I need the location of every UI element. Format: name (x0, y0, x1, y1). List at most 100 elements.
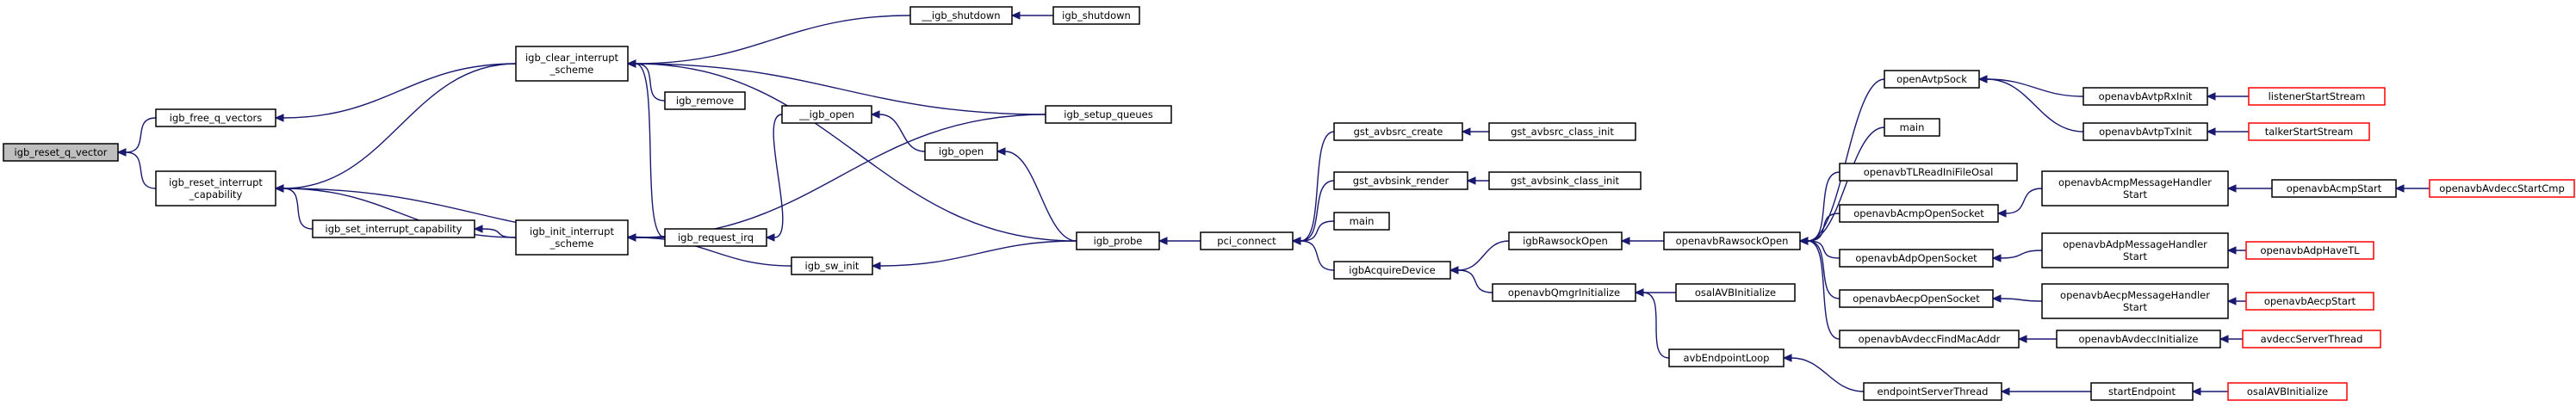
node-pci[interactable]: pci_connect (1200, 231, 1294, 250)
node-label: igb_open (939, 145, 984, 157)
node-box (2090, 382, 2194, 401)
node-findmac[interactable]: openavbAvdeccFindMacAddr (1839, 330, 2020, 348)
node-label: igbAcquireDevice (1349, 264, 1435, 276)
node-rawopen[interactable]: openavbRawsockOpen (1663, 231, 1801, 250)
node-talker[interactable]: talkerStartStream (2248, 122, 2370, 141)
node-avdinit[interactable]: openavbAvdeccInitialize (2056, 330, 2221, 348)
node-box (791, 256, 873, 275)
node-box (155, 170, 276, 207)
node-label: openavbAecpStart (2264, 295, 2356, 307)
node-label: gst_avbsink_class_init (1511, 175, 1620, 187)
node-avdthread[interactable]: avdeccServerThread (2242, 330, 2381, 348)
node-igbraw[interactable]: igbRawsockOpen (1508, 231, 1623, 250)
node-epthread[interactable]: endpointServerThread (1863, 382, 2002, 401)
node-adpsock[interactable]: openavbAdpOpenSocket (1839, 249, 1994, 268)
edge-n_resetcap-to-n_root (116, 148, 157, 189)
node-box (1884, 118, 1940, 137)
node-box (3, 143, 119, 162)
node-tlread[interactable]: openavbTLReadIniFileOsal (1839, 163, 2018, 182)
node-remove[interactable]: igb_remove (664, 91, 746, 110)
edge-n_open-to-n_igbopen (870, 110, 926, 152)
node-aecpsock[interactable]: openavbAecpOpenSocket (1839, 289, 1994, 308)
node-label: Start (2123, 250, 2148, 262)
edge-n_init-to-n_setcap (473, 225, 517, 238)
node-resetcap[interactable]: igb_reset_interrupt_capability (155, 170, 276, 207)
node-acmpstart[interactable]: openavbAcmpStart (2271, 179, 2397, 198)
node-listener[interactable]: listenerStartStream (2248, 87, 2386, 106)
node-osalavb2[interactable]: osalAVBInitialize (2227, 382, 2348, 401)
edge-n_talker-to-n_txinit (2206, 127, 2249, 136)
node-label: openavbAvdeccInitialize (2079, 333, 2199, 345)
node-avdstartcmp[interactable]: openavbAvdeccStartCmp (2429, 179, 2575, 198)
node-label: gst_avbsrc_class_init (1511, 126, 1614, 138)
node-box (2083, 87, 2208, 106)
node-clear[interactable]: igb_clear_interrupt_scheme (515, 46, 629, 82)
node-main1[interactable]: main (1333, 212, 1390, 231)
node-aecpstart[interactable]: openavbAecpStart (2245, 292, 2374, 311)
node-label: osalAVBInitialize (1695, 287, 1776, 299)
node-adphave[interactable]: openavbAdpHaveTL (2245, 241, 2374, 260)
node-qmgr[interactable]: openavbQmgrInitialize (1492, 283, 1636, 302)
node-main2[interactable]: main (1884, 118, 1940, 137)
edge-n_epthread-to-n_eploop (1782, 354, 1865, 392)
node-setupq[interactable]: igb_setup_queues (1045, 105, 1172, 124)
edge-n_setupq-to-n_init (626, 114, 1046, 242)
node-label: openavbAdpOpenSocket (1855, 252, 1977, 264)
node-acmpsock[interactable]: openavbAcmpOpenSocket (1839, 204, 1999, 223)
node-swinit[interactable]: igb_sw_init (791, 256, 873, 275)
node-label: listenerStartStream (2269, 90, 2366, 102)
node-label: igb_request_irq (678, 231, 754, 244)
node-box (1839, 249, 1994, 268)
node-probe[interactable]: igb_probe (1076, 231, 1160, 250)
edge-n_acmph-to-n_acmpsock (1996, 188, 2043, 218)
node-reqirq[interactable]: igb_request_irq (664, 228, 767, 247)
node-gsrcinit[interactable]: gst_avbsrc_class_init (1488, 122, 1636, 141)
node-igbopen[interactable]: __igb_open (781, 105, 872, 124)
node-txinit[interactable]: openavbAvtpTxInit (2083, 122, 2208, 141)
node-label: openavbAvtpTxInit (2099, 126, 2192, 138)
node-acq[interactable]: igbAcquireDevice (1333, 261, 1451, 280)
node-gsink[interactable]: gst_avbsink_render (1333, 171, 1468, 190)
node-label: openavbAcmpOpenSocket (1853, 207, 1984, 219)
node-startep[interactable]: startEndpoint (2090, 382, 2194, 401)
node-label: igb_remove (676, 95, 734, 107)
edge-n_rawopen-to-n_igbraw (1620, 237, 1664, 245)
node-label: _capability (189, 188, 243, 200)
node-label: igbRawsockOpen (1523, 235, 1608, 247)
node-label: main (1900, 121, 1925, 133)
edge-n_gsinkinit-to-n_gsink (1466, 176, 1490, 185)
edge-n_aecph-to-n_aecpsock (1991, 294, 2043, 303)
node-setcap[interactable]: igb_set_interrupt_capability (312, 219, 475, 238)
node-shut[interactable]: igb_shutdown (1052, 6, 1140, 25)
edge-n_eploop-to-n_qmgr (1634, 288, 1670, 359)
node-label: gst_avbsink_render (1353, 175, 1449, 187)
edge-n_gsrc-to-n_pci (1291, 131, 1335, 245)
node-rxinit[interactable]: openavbAvtpRxInit (2083, 87, 2208, 106)
node-box (2041, 232, 2229, 268)
node-label: avbEndpointLoop (1684, 352, 1770, 364)
node-gsrc[interactable]: gst_avbsrc_create (1333, 122, 1463, 141)
node-eploop[interactable]: avbEndpointLoop (1668, 348, 1785, 367)
node-label: openavbAecpMessageHandler (2060, 289, 2210, 301)
node-init[interactable]: igb_init_interrupt_scheme (515, 219, 629, 256)
node-free[interactable]: igb_free_q_vectors (155, 108, 276, 127)
node-label: igb_clear_interrupt (525, 52, 619, 64)
node-label: igb_reset_interrupt (169, 176, 263, 188)
node-root[interactable]: igb_reset_q_vector (3, 143, 119, 162)
edge-n_probe-to-n_swinit (871, 240, 1077, 270)
node-label: pci_connect (1217, 235, 1276, 247)
node-box (2041, 283, 2229, 319)
edge-n_aecpsock-to-n_rawopen (1798, 237, 1840, 299)
edge-n_reqirq-to-n_clear (626, 59, 666, 238)
node-open[interactable]: igb_open (924, 142, 998, 161)
node-label: openavbAcmpMessageHandler (2058, 176, 2212, 188)
node-label: openavbTLReadIniFileOsal (1864, 166, 1994, 178)
node-osalavb[interactable]: osalAVBInitialize (1675, 283, 1796, 302)
node-gsinkinit[interactable]: gst_avbsink_class_init (1488, 171, 1642, 190)
node-avtpsock[interactable]: openAvtpSock (1884, 70, 1980, 89)
node-box (2245, 292, 2374, 311)
node-igbshut[interactable]: __igb_shutdown (909, 6, 1013, 25)
